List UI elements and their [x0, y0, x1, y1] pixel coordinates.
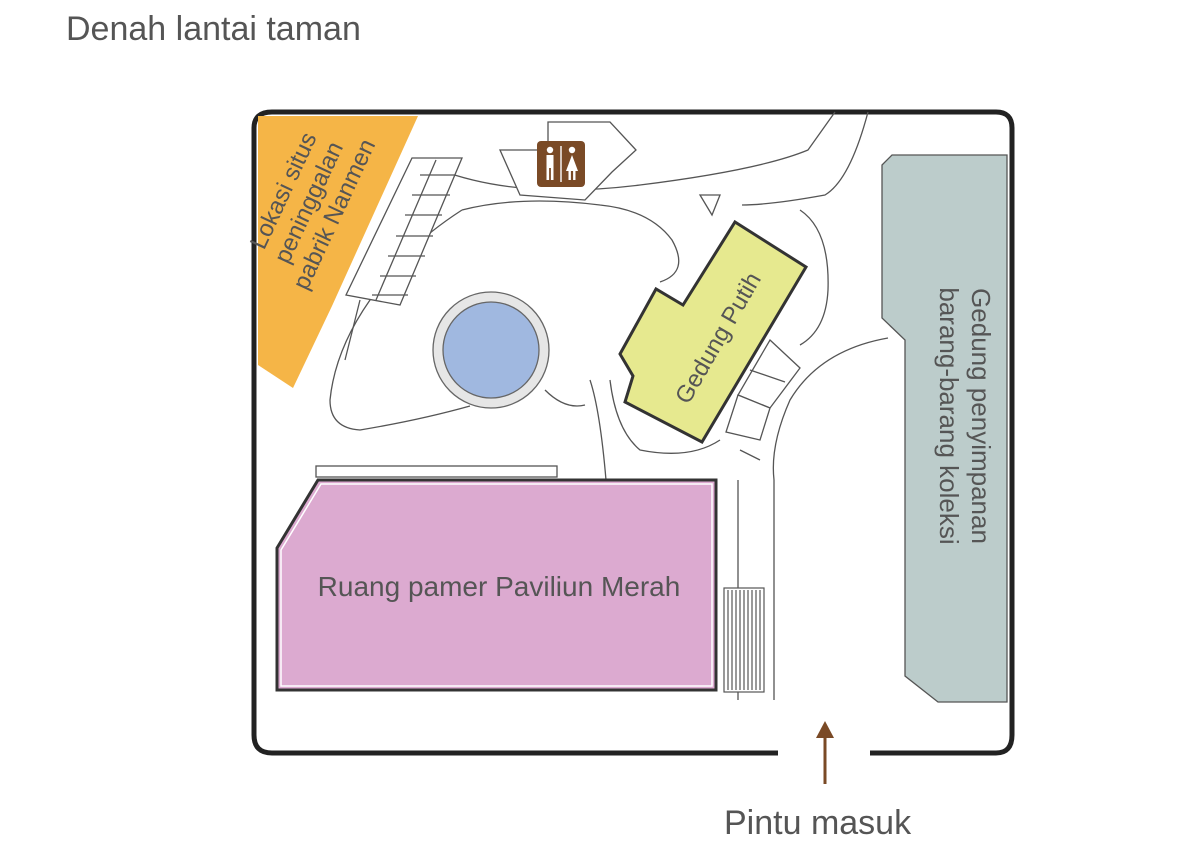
white-house-building [618, 219, 809, 444]
nanmen-site-area [258, 116, 418, 388]
entrance-arrow-icon [816, 721, 834, 784]
svg-text:barang-barang koleksi: barang-barang koleksi [934, 287, 964, 544]
entrance-stairs [723, 587, 765, 693]
svg-text:Gedung penyimpanan: Gedung penyimpanan [966, 288, 996, 544]
pavilion-strip [315, 465, 558, 478]
boundary-wall [251, 109, 1015, 756]
storage-building [881, 154, 1008, 703]
red-pavilion-label: Ruang pamer Paviliun Merah [318, 571, 681, 602]
page-title: Denah lantai taman [66, 10, 361, 48]
red-pavilion-building [275, 478, 718, 692]
white-house-annex [725, 338, 801, 441]
pergola-structure [344, 157, 463, 361]
storage-building-label: Gedung penyimpanan barang-barang koleksi [934, 287, 996, 544]
red-pavilion-inner-line [280, 483, 713, 687]
restroom-icon [537, 141, 585, 187]
entrance-label: Pintu masuk [724, 804, 912, 842]
pond [432, 291, 550, 409]
